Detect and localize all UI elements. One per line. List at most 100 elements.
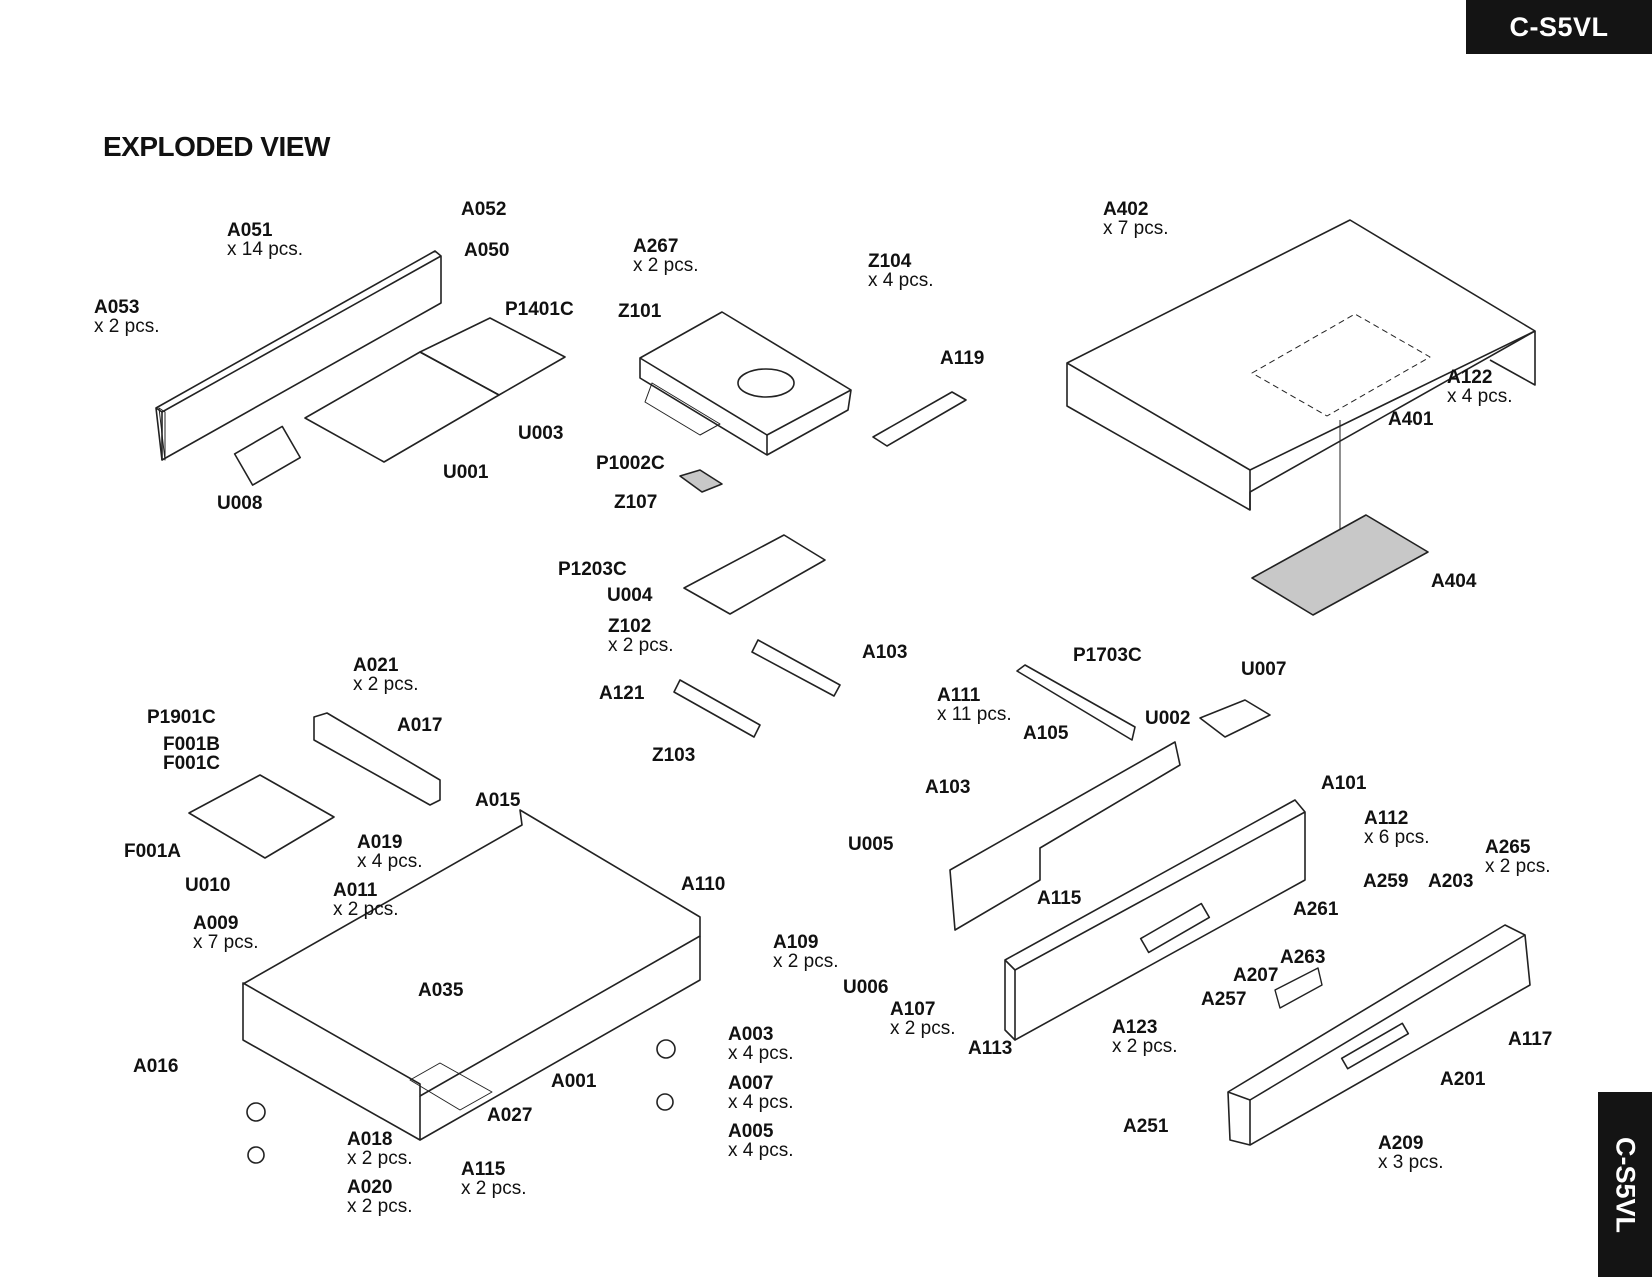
- part-code: U001: [443, 462, 489, 483]
- part-code: A404: [1431, 571, 1477, 592]
- z107-sheet: [679, 469, 723, 493]
- part-label: A257: [1201, 990, 1246, 1009]
- part-code: A103: [925, 777, 971, 798]
- foot-right: [656, 1039, 676, 1059]
- part-code: U008: [217, 493, 263, 514]
- part-label: U001: [443, 463, 488, 482]
- part-code: A107: [890, 999, 936, 1020]
- part-code: P1203C: [558, 559, 627, 580]
- model-tab-top: C-S5VL: [1466, 0, 1652, 54]
- part-label: A404: [1431, 572, 1476, 591]
- part-label: A261: [1293, 900, 1338, 919]
- part-label: A115: [1037, 889, 1081, 908]
- part-code: Z104: [868, 251, 912, 272]
- part-code: A017: [397, 715, 443, 736]
- part-code: A259: [1363, 871, 1409, 892]
- part-code: F001A: [124, 841, 182, 862]
- part-code: A101: [1321, 773, 1367, 794]
- part-label: A110: [681, 875, 725, 894]
- part-code: U002: [1145, 708, 1191, 729]
- part-label: A103: [925, 778, 970, 797]
- part-label: A201: [1440, 1070, 1485, 1089]
- part-code: P1002C: [596, 453, 665, 474]
- part-label: A050: [464, 241, 509, 260]
- part-label: A015: [475, 791, 520, 810]
- part-code: A201: [1440, 1069, 1486, 1090]
- part-code: P1901C: [147, 707, 216, 728]
- part-label: U010: [185, 876, 230, 895]
- part-label: A259: [1363, 872, 1408, 891]
- part-code: A123: [1112, 1017, 1158, 1038]
- part-qty: x 2 pcs.: [461, 1178, 527, 1199]
- a119-part: [872, 391, 967, 447]
- top-cover-part: [1066, 219, 1536, 570]
- part-code: A035: [418, 980, 464, 1001]
- part-code: A050: [464, 240, 510, 261]
- part-code: A001: [551, 1071, 597, 1092]
- part-label: P1703C: [1073, 646, 1142, 665]
- part-label: A121: [599, 684, 644, 703]
- part-code: A209: [1378, 1133, 1424, 1154]
- part-code: A003: [728, 1024, 774, 1045]
- part-code: A020: [347, 1177, 393, 1198]
- part-label: A263: [1280, 948, 1325, 967]
- part-label: A203: [1428, 872, 1473, 891]
- part-code: A005: [728, 1121, 774, 1142]
- cd-mechanism-part: [639, 311, 852, 456]
- part-code: A257: [1201, 989, 1247, 1010]
- part-label: U002: [1145, 709, 1190, 728]
- part-label: F001A: [124, 842, 181, 861]
- part-label: A017: [397, 716, 442, 735]
- foot-left: [246, 1102, 266, 1122]
- p1703c-cable: [1016, 664, 1136, 741]
- part-code: A265: [1485, 837, 1531, 858]
- part-label: U008: [217, 494, 262, 513]
- part-label: A052: [461, 200, 506, 219]
- part-label: A119: [940, 349, 984, 368]
- part-code: A009: [193, 913, 239, 934]
- part-qty: x 2 pcs.: [1485, 856, 1551, 877]
- front-panel-part: [1227, 924, 1531, 1146]
- part-code: A115: [1037, 888, 1082, 909]
- part-label: P1203C: [558, 560, 627, 579]
- chassis-part: [242, 809, 701, 1141]
- a207-window: [1274, 967, 1323, 1009]
- part-qty: x 2 pcs.: [633, 255, 699, 276]
- part-qty: x 2 pcs.: [773, 951, 839, 972]
- part-qty: x 2 pcs.: [608, 635, 674, 656]
- part-code: A121: [599, 683, 645, 704]
- part-code: A103: [862, 642, 908, 663]
- part-qty: x 2 pcs.: [890, 1018, 956, 1039]
- part-code: A021: [353, 655, 399, 676]
- part-label: A105: [1023, 724, 1068, 743]
- part-qty: x 11 pcs.: [937, 704, 1012, 725]
- part-code: F001B: [163, 734, 221, 755]
- part-code: A105: [1023, 723, 1069, 744]
- part-code: A051: [227, 220, 273, 241]
- part-label: A027: [487, 1106, 532, 1125]
- part-qty: x 4 pcs.: [728, 1043, 794, 1064]
- foot-pad-left: [247, 1146, 265, 1164]
- main-board-part: [233, 317, 566, 486]
- part-code: A251: [1123, 1116, 1169, 1137]
- a404-sheet: [1251, 514, 1429, 616]
- part-qty: x 2 pcs.: [353, 674, 419, 695]
- part-code: A122: [1447, 367, 1493, 388]
- part-label: A401: [1388, 410, 1433, 429]
